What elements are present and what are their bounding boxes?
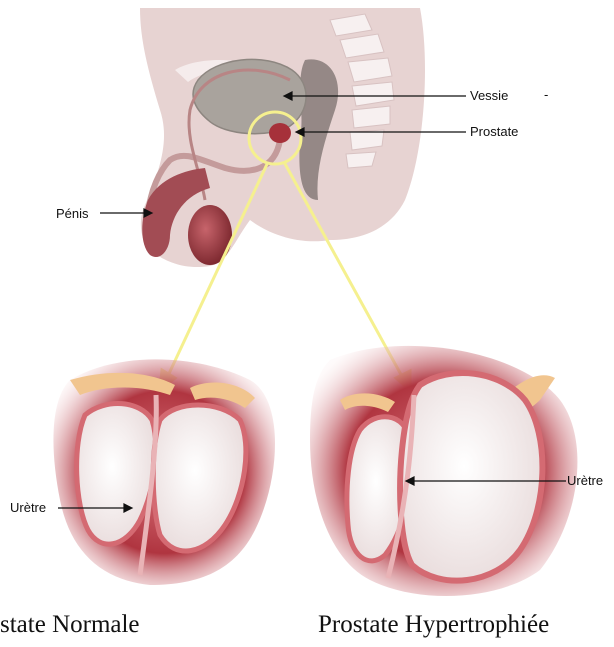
label-vessie: Vessie	[470, 88, 508, 103]
label-urethra-left: Urètre	[10, 500, 46, 515]
sagittal-section: Vessie - Prostate Pénis	[56, 8, 548, 267]
label-urethra-right: Urètre	[567, 473, 603, 488]
caption-hypertrophied: Prostate Hypertrophiée	[318, 611, 549, 638]
normal-prostate-section: Urètre	[10, 359, 275, 585]
hypertrophied-prostate-section: Urètre	[310, 346, 603, 596]
label-vessie-dash: -	[544, 87, 548, 102]
label-penis: Pénis	[56, 206, 89, 221]
prostate-small	[269, 123, 291, 143]
label-prostate: Prostate	[470, 124, 518, 139]
hyper-right-lobe	[400, 373, 542, 581]
caption-normal: state Normale	[0, 611, 140, 638]
